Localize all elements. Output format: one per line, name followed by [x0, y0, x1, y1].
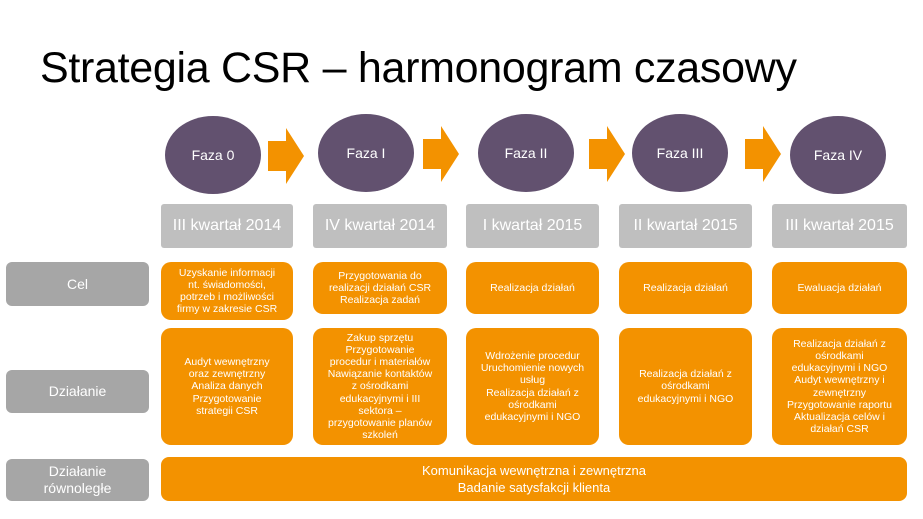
arrow-right-icon — [423, 126, 459, 182]
cel-box: Przygotowania do realizacji działań CSR … — [313, 262, 447, 314]
arrow-right-icon — [589, 126, 625, 182]
phase-3-circle: Faza III — [632, 114, 728, 192]
row-label-dzialanie: Działanie — [6, 370, 149, 413]
phase-4-circle: Faza IV — [790, 116, 886, 194]
dzialanie-box: Wdrożenie procedur Uruchomienie nowych u… — [466, 328, 599, 445]
period-header: III kwartał 2014 — [161, 204, 293, 248]
row-label-rownolegle: Działanie równoległe — [6, 459, 149, 501]
arrow-right-icon — [745, 126, 781, 182]
row-label-cel: Cel — [6, 262, 149, 306]
cel-box: Ewaluacja działań — [772, 262, 907, 314]
phase-0-circle: Faza 0 — [165, 116, 261, 194]
phase-2-circle: Faza II — [478, 114, 574, 192]
cel-box: Realizacja działań — [466, 262, 599, 314]
dzialanie-box: Realizacja działań z ośrodkami edukacyjn… — [619, 328, 752, 445]
dzialanie-box: Realizacja działań z ośrodkami edukacyjn… — [772, 328, 907, 445]
rownolegle-box: Komunikacja wewnętrzna i zewnętrzna Bada… — [161, 457, 907, 501]
phase-1-circle: Faza I — [318, 114, 414, 192]
period-header: IV kwartał 2014 — [313, 204, 447, 248]
cel-box: Uzyskanie informacji nt. świadomości, po… — [161, 262, 293, 320]
period-header: I kwartał 2015 — [466, 204, 599, 248]
period-header: III kwartał 2015 — [772, 204, 907, 248]
page-title: Strategia CSR – harmonogram czasowy — [40, 44, 797, 92]
arrow-right-icon — [268, 128, 304, 184]
period-header: II kwartał 2015 — [619, 204, 752, 248]
cel-box: Realizacja działań — [619, 262, 752, 314]
dzialanie-box: Zakup sprzętu Przygotowanie procedur i m… — [313, 328, 447, 445]
dzialanie-box: Audyt wewnętrzny oraz zewnętrzny Analiza… — [161, 328, 293, 445]
